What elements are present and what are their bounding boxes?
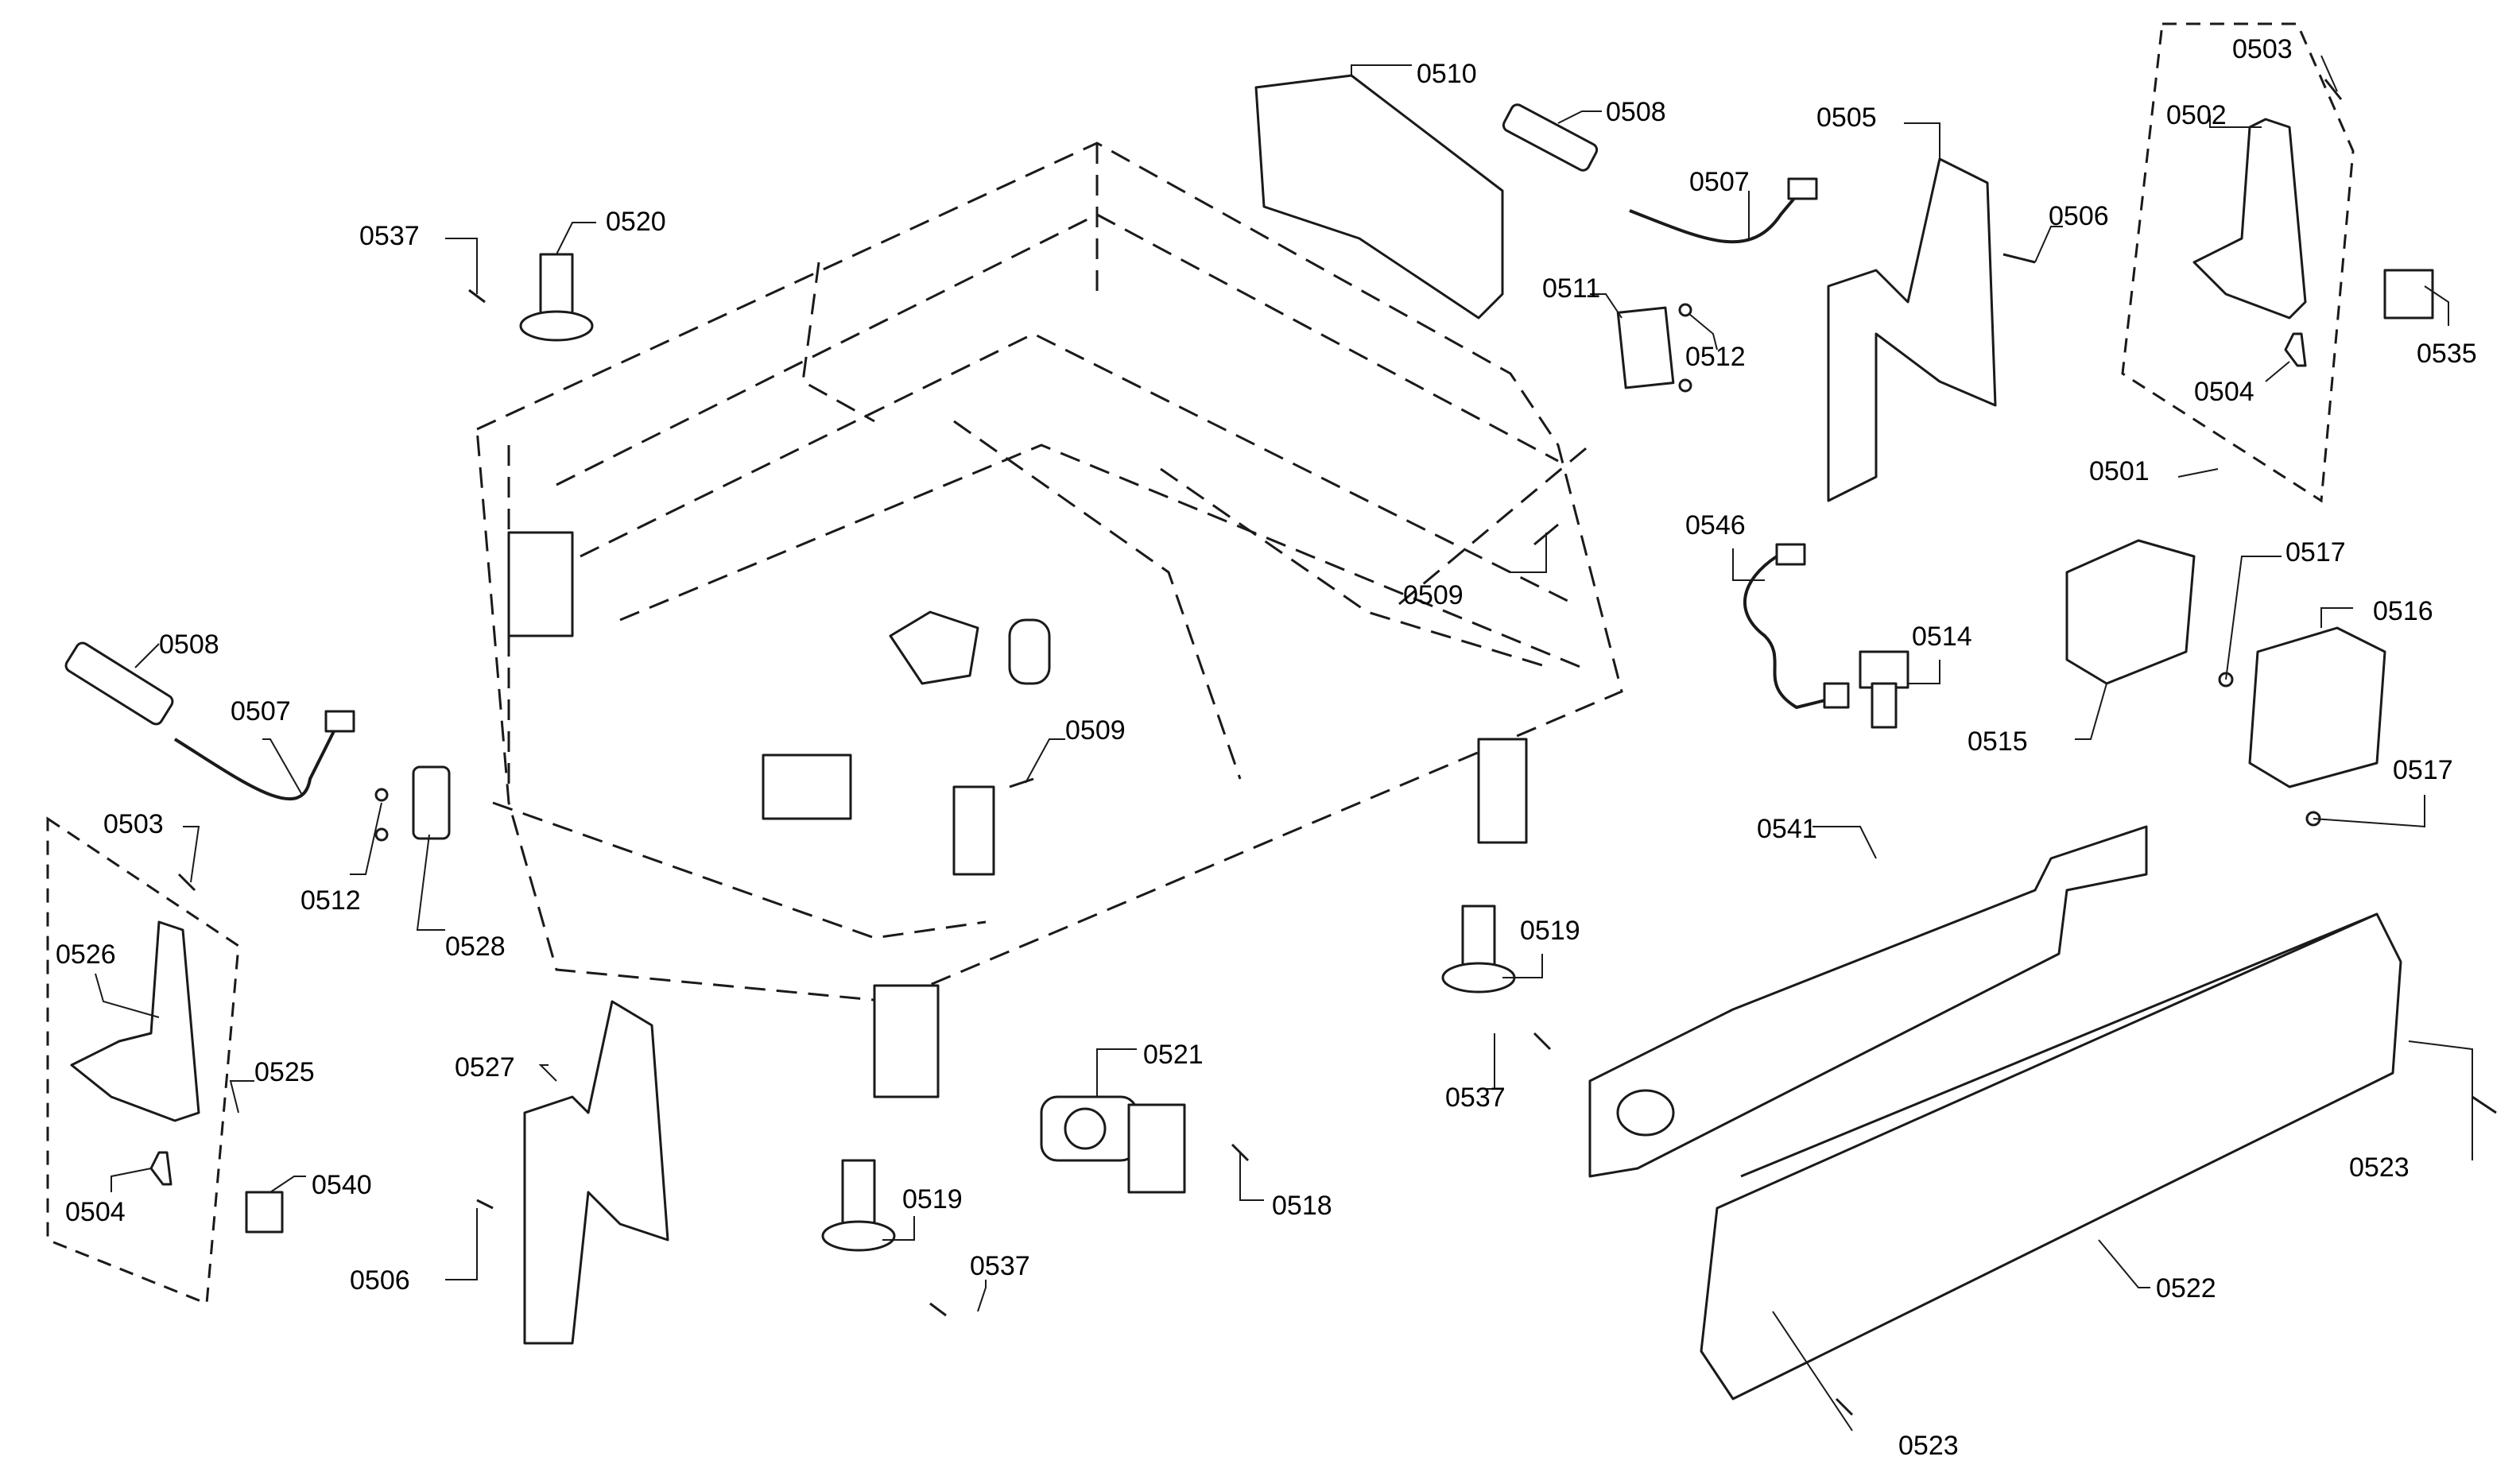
callout-0507-left: 0507: [231, 696, 291, 726]
screw-0503-top: [2320, 55, 2343, 100]
foot-0519-right: [1441, 905, 1543, 994]
cable-0507-top: [1629, 177, 1818, 244]
callout-0516: 0516: [2373, 596, 2433, 626]
clip-0504-top: [2265, 332, 2307, 382]
callout-0528: 0528: [445, 932, 506, 962]
callout-0520: 0520: [606, 207, 666, 237]
screw-0509-mid: [1009, 738, 1065, 788]
bracket-0527: [523, 1000, 669, 1345]
hinge-group-0501: [2121, 22, 2355, 503]
fascia-0541: [1588, 825, 2148, 1178]
callout-0508-top: 0508: [1606, 97, 1666, 127]
callout-0508-left: 0508: [159, 629, 219, 660]
callout-0512-top: 0512: [1685, 342, 1746, 372]
callout-0526: 0526: [56, 939, 116, 970]
callout-0540: 0540: [312, 1170, 372, 1200]
callout-0501: 0501: [2089, 456, 2150, 486]
screw-0509-right: [1510, 523, 1559, 573]
screw-0506-top: [2002, 226, 2063, 264]
callout-0519-right: 0519: [1520, 916, 1580, 946]
screw-0517-top: [2218, 556, 2282, 688]
valve-0521: [1040, 1048, 1186, 1194]
screw-0537-top: [445, 238, 486, 304]
screw-0537-low: [929, 1280, 987, 1317]
callout-0523-right: 0523: [2349, 1152, 2410, 1183]
hinge-0502: [2192, 115, 2307, 320]
callout-0537-mid: 0537: [1445, 1083, 1506, 1113]
callout-0503-top: 0503: [2232, 34, 2293, 64]
clip-0540: [245, 1176, 306, 1234]
callout-0502: 0502: [2166, 100, 2227, 130]
tub-base-frame: [475, 141, 1623, 1098]
hinge-0526: [70, 920, 200, 1122]
callout-0523-bot: 0523: [1898, 1431, 1959, 1461]
callout-0527: 0527: [455, 1052, 515, 1083]
foot-0519-left: [821, 1159, 915, 1252]
cable-0546: [1732, 543, 1850, 710]
clip-0504-left: [110, 1151, 173, 1192]
hinge-group-0525: [46, 816, 254, 1306]
spring-0508-top: [1502, 103, 1602, 172]
callout-0511: 0511: [1542, 273, 1600, 304]
bracket-0528: [412, 765, 451, 931]
cover-0516: [2248, 607, 2386, 788]
callout-0509-right: 0509: [1403, 580, 1464, 610]
callout-0504-left: 0504: [65, 1197, 126, 1227]
screw-0537-mid: [1487, 1032, 1552, 1090]
panel-0522: [1700, 912, 2402, 1400]
callout-0512-left: 0512: [300, 885, 361, 916]
callout-0515: 0515: [1968, 726, 2028, 757]
callout-0522: 0522: [2156, 1273, 2216, 1303]
callout-0519-left: 0519: [902, 1184, 963, 1214]
fan-unit-0515: [2065, 539, 2196, 740]
callout-0506-left: 0506: [350, 1265, 410, 1296]
callout-0535: 0535: [2417, 339, 2477, 369]
screw-0518: [1231, 1143, 1264, 1201]
screw-0506-left: [445, 1199, 494, 1280]
callout-0517-bot: 0517: [2393, 755, 2453, 785]
callout-0537-low: 0537: [970, 1251, 1030, 1281]
callout-0505: 0505: [1816, 103, 1877, 133]
screw-0517-bot: [2305, 795, 2425, 828]
clip-0535: [2383, 269, 2449, 326]
callout-0504-top: 0504: [2194, 377, 2254, 407]
callout-0546: 0546: [1685, 510, 1746, 540]
callout-0518: 0518: [1272, 1191, 1332, 1221]
callout-0537-top: 0537: [359, 221, 420, 251]
bracket-0511: [1590, 293, 1718, 393]
hood-0510: [1254, 64, 1504, 320]
callout-0509-mid: 0509: [1065, 715, 1126, 746]
callout-0514: 0514: [1912, 622, 1972, 652]
screw-0523-bot: [1772, 1311, 1854, 1431]
callout-0503-left: 0503: [103, 809, 164, 839]
callout-0525: 0525: [254, 1057, 315, 1087]
screw-0503-left: [177, 826, 200, 892]
sensor-0514: [1859, 650, 1940, 729]
cable-0507-left: [173, 710, 355, 801]
callout-0507-top: 0507: [1689, 167, 1750, 197]
spring-0508-left: [64, 641, 174, 726]
screws-0512-left: [350, 788, 389, 875]
callout-0521: 0521: [1143, 1040, 1204, 1070]
screw-0523-right: [2408, 1040, 2497, 1160]
callout-0510: 0510: [1417, 59, 1477, 89]
callout-0541: 0541: [1757, 814, 1817, 844]
foot-0520: [519, 222, 596, 342]
callout-0506-top: 0506: [2049, 201, 2109, 231]
bracket-0505: [1827, 122, 1997, 502]
callout-0517-top: 0517: [2285, 537, 2346, 567]
